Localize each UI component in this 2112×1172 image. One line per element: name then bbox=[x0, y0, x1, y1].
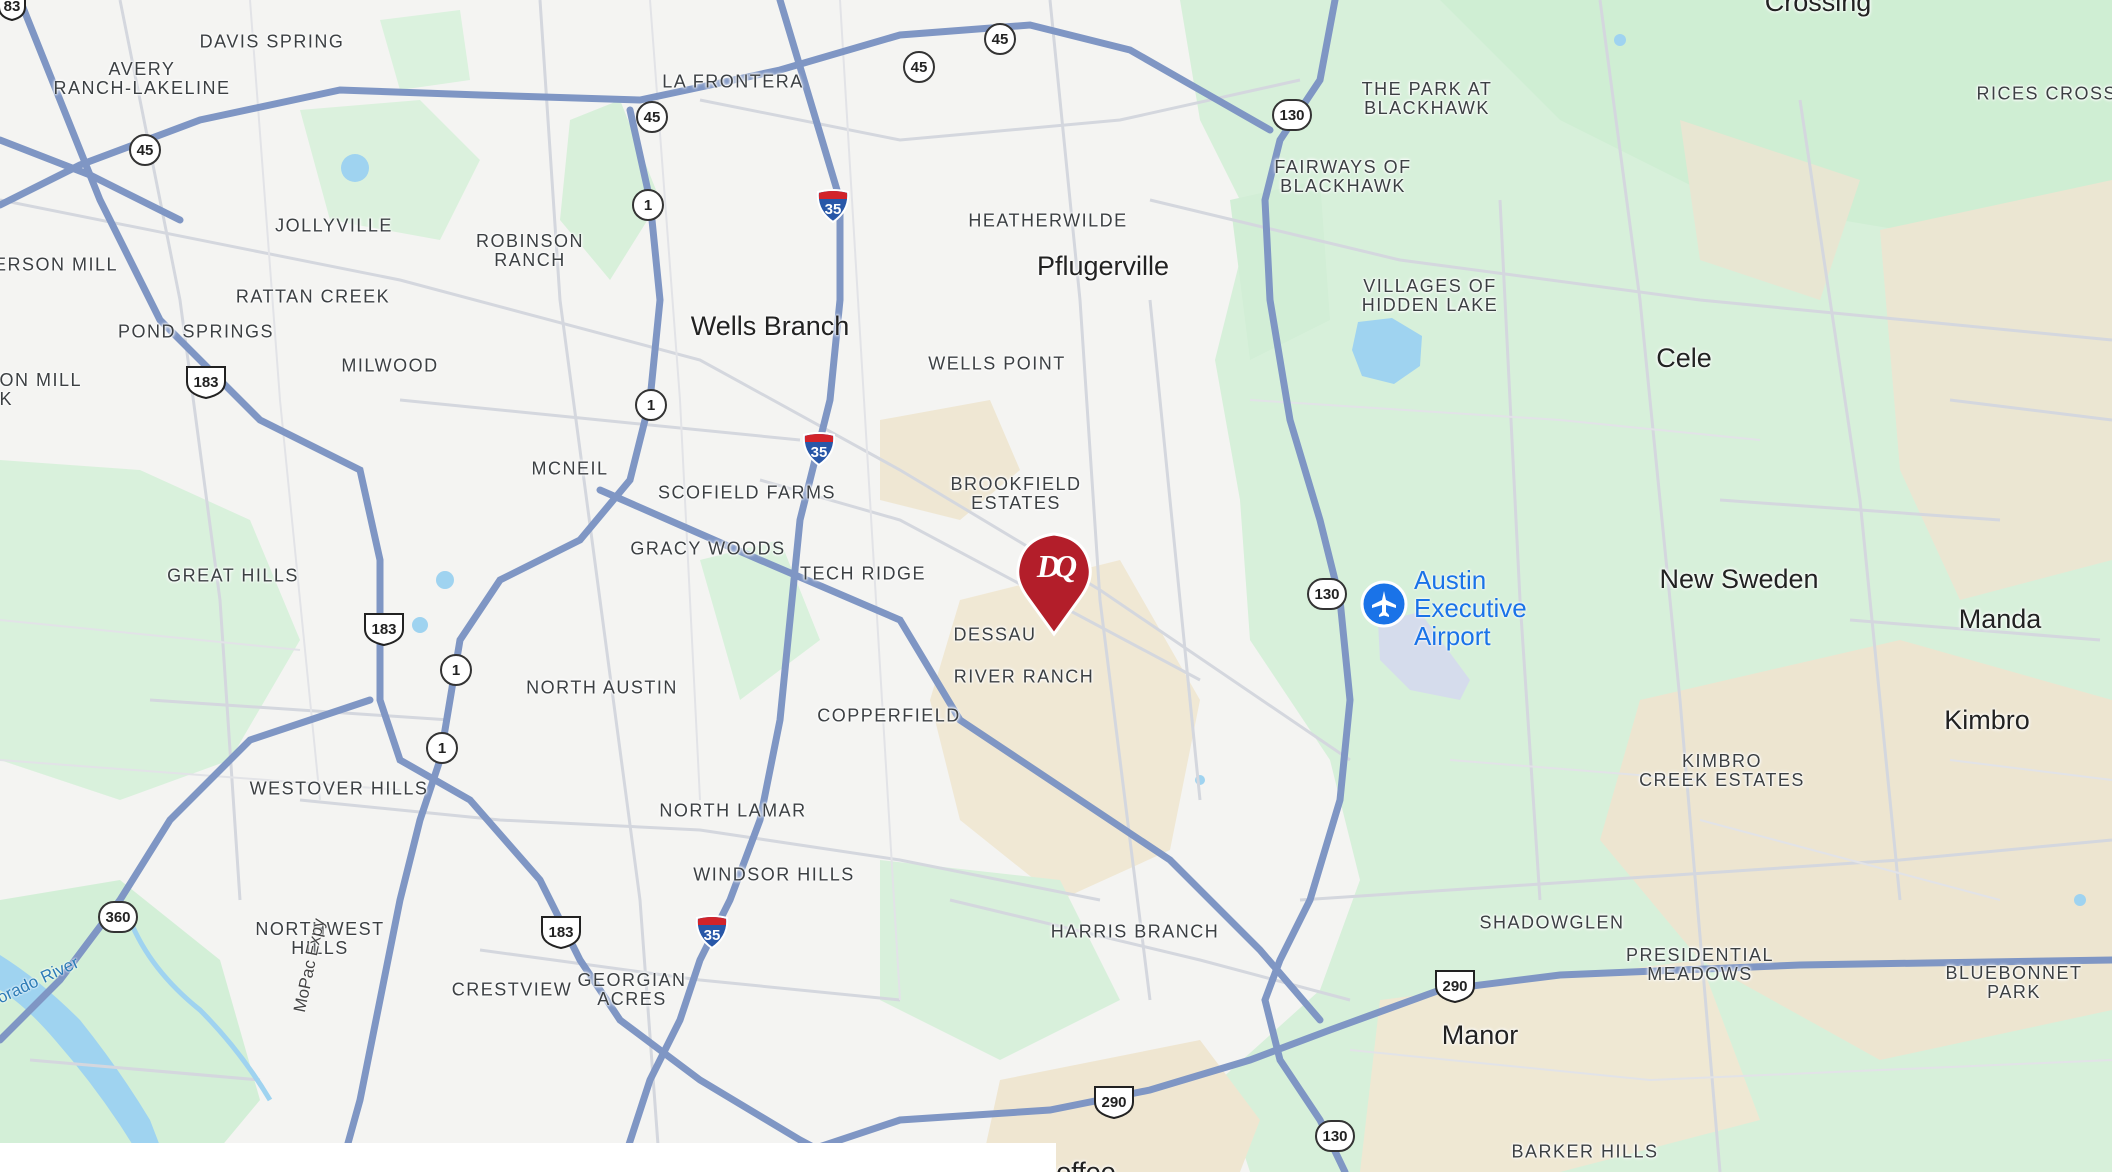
interstate-shield: 35 bbox=[801, 431, 837, 467]
state-route-shield: 130 bbox=[1306, 577, 1348, 611]
park-area bbox=[380, 10, 470, 90]
label-copperfield: COPPERFIELD bbox=[817, 705, 961, 726]
label-dessau: DESSAU bbox=[953, 624, 1037, 645]
state-route-shield: 130 bbox=[1314, 1119, 1356, 1153]
label-son-mill: SON MILL EK bbox=[0, 370, 83, 409]
state-route-shield: 1 bbox=[425, 731, 459, 765]
label-presidential-meadows: PRESIDENTIAL MEADOWS bbox=[1625, 945, 1775, 984]
rural-area bbox=[1360, 960, 1760, 1172]
label-erson-mill: ERSON MILL bbox=[0, 254, 119, 275]
label-cele: Cele bbox=[1656, 342, 1712, 373]
label-crestview: CRESTVIEW bbox=[451, 979, 573, 1000]
label-kimbro: Kimbro bbox=[1944, 704, 2030, 735]
label-wells-point: WELLS POINT bbox=[928, 353, 1066, 374]
state-route-shield: 1 bbox=[631, 188, 665, 222]
lake bbox=[1352, 318, 1422, 384]
label-park-at-blackhawk: THE PARK AT BLACKHAWK bbox=[1361, 79, 1493, 118]
label-rattan-creek: RATTAN CREEK bbox=[235, 286, 391, 307]
park-area bbox=[300, 100, 480, 240]
label-barker-hills: BARKER HILLS bbox=[1511, 1141, 1659, 1162]
label-new-sweden: New Sweden bbox=[1659, 563, 1819, 594]
label-georgian-acres: GEORGIAN ACRES bbox=[577, 970, 687, 1009]
us-highway-shield: 290 bbox=[1433, 968, 1477, 1004]
label-mcneil: MCNEIL bbox=[531, 458, 609, 479]
airplane-icon[interactable] bbox=[1360, 580, 1408, 628]
label-tech-ridge: TECH RIDGE bbox=[799, 563, 927, 584]
label-north-lamar: NORTH LAMAR bbox=[659, 800, 807, 821]
location-marker[interactable]: DQ bbox=[1012, 530, 1096, 638]
label-harris-branch: HARRIS BRANCH bbox=[1050, 921, 1220, 942]
label-avery-ranch: AVERY RANCH-LAKELINE bbox=[53, 59, 231, 98]
label-shadowglen: SHADOWGLEN bbox=[1479, 912, 1625, 933]
airport-label[interactable]: Austin Executive Airport bbox=[1414, 566, 1527, 650]
state-route-shield: 360 bbox=[97, 900, 139, 934]
label-gracy-woods: GRACY WOODS bbox=[630, 538, 786, 559]
us-highway-shield: 83 bbox=[0, 0, 28, 22]
dq-logo-icon: DQ bbox=[1036, 548, 1077, 584]
airport-label-line-1: Austin bbox=[1414, 565, 1487, 595]
airport-area bbox=[1378, 612, 1470, 700]
bottom-panel bbox=[0, 1143, 1056, 1172]
label-scofield-farms: SCOFIELD FARMS bbox=[657, 482, 837, 503]
label-northwest-hills: NORTHWEST HILLS bbox=[255, 919, 385, 958]
label-pond-springs: POND SPRINGS bbox=[117, 321, 275, 342]
label-davis-spring: DAVIS SPRING bbox=[199, 31, 345, 52]
state-route-shield: 45 bbox=[902, 50, 936, 84]
label-coffee-partial: offee bbox=[1056, 1156, 1116, 1172]
label-windsor-hills: WINDSOR HILLS bbox=[693, 864, 855, 885]
state-route-shield: 1 bbox=[634, 388, 668, 422]
park-area bbox=[0, 460, 300, 800]
label-crossing: Crossing bbox=[1764, 0, 1872, 17]
park-area bbox=[700, 540, 820, 700]
label-rices-crossing: RICES CROSSI bbox=[1976, 83, 2112, 104]
state-route-shield: 1 bbox=[439, 653, 473, 687]
label-great-hills: GREAT HILLS bbox=[167, 565, 299, 586]
label-river-ranch: RIVER RANCH bbox=[953, 666, 1095, 687]
us-highway-shield: 183 bbox=[539, 914, 583, 950]
label-manor: Manor bbox=[1441, 1019, 1519, 1050]
rural-area bbox=[1600, 640, 2112, 1060]
state-route-shield: 130 bbox=[1271, 98, 1313, 132]
label-wells-branch: Wells Branch bbox=[690, 310, 850, 341]
label-heatherwilde: HEATHERWILDE bbox=[968, 210, 1128, 231]
label-manda: Manda bbox=[1958, 603, 2042, 634]
label-kimbro-creek-estates: KIMBRO CREEK ESTATES bbox=[1639, 751, 1805, 790]
label-milwood: MILWOOD bbox=[341, 355, 439, 376]
airport-label-line-3: Airport bbox=[1414, 621, 1491, 652]
rural-area bbox=[880, 400, 1020, 520]
label-brookfield-estates: BROOKFIELD ESTATES bbox=[950, 474, 1082, 513]
label-robinson-ranch: ROBINSON RANCH bbox=[475, 231, 585, 270]
us-highway-shield: 183 bbox=[362, 611, 406, 647]
label-north-austin: NORTH AUSTIN bbox=[526, 677, 678, 698]
state-route-shield: 45 bbox=[128, 133, 162, 167]
us-highway-shield: 183 bbox=[184, 364, 228, 400]
label-la-frontera: LA FRONTERA bbox=[662, 71, 804, 92]
rural-area bbox=[1880, 180, 2112, 600]
label-westover-hills: WESTOVER HILLS bbox=[249, 778, 429, 799]
interstate-shield: 35 bbox=[694, 914, 730, 950]
label-pflugerville: Pflugerville bbox=[1036, 250, 1170, 281]
park-area bbox=[0, 880, 260, 1172]
interstate-shield: 35 bbox=[815, 188, 851, 224]
us-highway-shield: 290 bbox=[1092, 1084, 1136, 1120]
label-bluebonnet-park: BLUEBONNET PARK bbox=[1945, 963, 2083, 1002]
state-route-shield: 45 bbox=[635, 100, 669, 134]
airport-label-line-2: Executive bbox=[1414, 593, 1527, 624]
rural-area bbox=[1680, 120, 1860, 300]
state-route-shield: 45 bbox=[983, 22, 1017, 56]
label-fairways-blackhawk: FAIRWAYS OF BLACKHAWK bbox=[1274, 157, 1412, 196]
label-villages-hidden-lake: VILLAGES OF HIDDEN LAKE bbox=[1361, 276, 1499, 315]
label-jollyville: JOLLYVILLE bbox=[275, 215, 393, 236]
park-area bbox=[880, 860, 1120, 1060]
